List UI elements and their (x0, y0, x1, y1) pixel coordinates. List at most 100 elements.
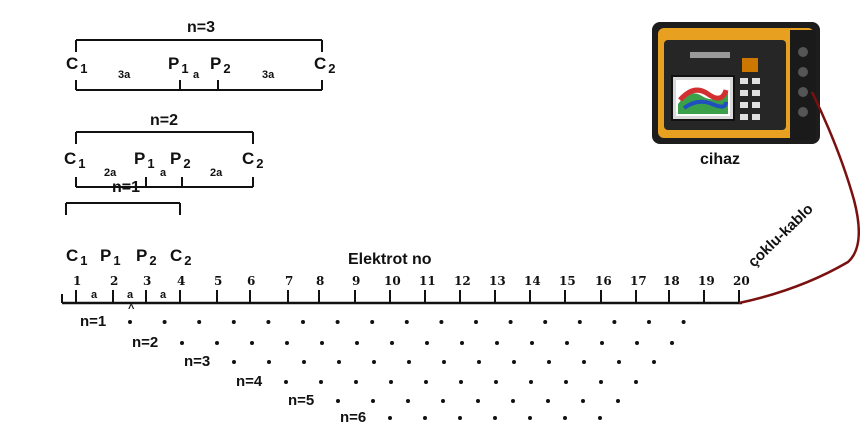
pseudosection-point (563, 416, 567, 420)
pseudosection-point (530, 341, 534, 345)
electrode-number: 1 (73, 274, 82, 288)
pseudosection-point (162, 320, 167, 324)
electrode-number: 12 (454, 274, 471, 288)
pseudosection-point (442, 360, 446, 364)
pseudosection-point (652, 360, 656, 364)
spacing-label: 2a (210, 167, 223, 179)
electrode-number: 10 (384, 274, 401, 288)
pseudosection-point (681, 320, 686, 324)
pseudosection-point (598, 416, 602, 420)
pseudosection-point (647, 320, 651, 324)
pseudosection-point (564, 380, 568, 384)
pseudosection-point (546, 399, 550, 403)
electrode-p1-letter: P (100, 246, 112, 265)
pseudosection-point (180, 341, 184, 345)
pseudosection-point (493, 416, 497, 420)
electrode-number: 3 (143, 274, 152, 288)
pseudosection-point (404, 320, 409, 324)
multi-cable (738, 91, 860, 305)
electrode-p1-index: 1 (147, 156, 155, 171)
pseudosection-point (495, 341, 499, 345)
pseudosection-point (370, 320, 375, 324)
pseudosection-point (565, 341, 569, 345)
pseudosection-point (267, 360, 271, 364)
pseudosection-point (390, 341, 394, 345)
pseudosection-point (477, 360, 481, 364)
electrode-number: 18 (663, 274, 680, 288)
config-label: n=3 (187, 19, 216, 36)
pseudosection-point (301, 320, 305, 324)
electrode-p1-letter: P (168, 54, 180, 73)
pseudosection-point (508, 320, 513, 324)
device-label: cihaz (700, 151, 741, 168)
pseudosection-point (547, 360, 551, 364)
level-label: n=5 (288, 392, 315, 409)
spacing-label: 3a (118, 69, 131, 81)
pseudosection-point (512, 360, 516, 364)
electrode-c1-letter: C (66, 54, 79, 73)
electrode-number: 19 (698, 274, 715, 288)
level-label: n=6 (340, 409, 367, 426)
pseudosection-point (407, 360, 411, 364)
spacing-label: a (127, 289, 134, 301)
pseudosection-point (423, 416, 427, 420)
electrode-number: 9 (352, 274, 361, 288)
electrode-number: 17 (630, 274, 647, 288)
pseudosection-point (439, 320, 444, 324)
pseudosection-point (670, 341, 674, 345)
spacing-label: 2a (104, 167, 117, 179)
spacing-label: a (91, 289, 98, 301)
electrode-c2-letter: C (314, 54, 327, 73)
electrode-c1-letter: C (66, 246, 79, 265)
electrode-number: 8 (316, 274, 325, 288)
midpoint-marker: ^ (128, 303, 135, 315)
pseudosection-point (612, 320, 617, 324)
pseudosection-point (354, 380, 358, 384)
pseudosection-point (232, 360, 236, 364)
pseudosection-point (529, 380, 533, 384)
electrode-c2-index: 2 (256, 156, 264, 171)
pseudosection-point (634, 380, 638, 384)
electrode-c1-index: 1 (80, 253, 88, 268)
pseudosection-point (215, 341, 219, 345)
electrode-p2-letter: P (170, 149, 182, 168)
electrode-number: 4 (177, 274, 186, 288)
pseudosection-point (388, 416, 392, 420)
pseudosection-point (406, 399, 410, 403)
level-label: n=4 (236, 373, 263, 390)
electrode-c2-letter: C (170, 246, 183, 265)
electrode-number: 20 (733, 274, 750, 288)
pseudosection-point (424, 380, 428, 384)
pseudosection-point (231, 320, 236, 324)
pseudosection-point (635, 341, 639, 345)
electrode-c2-index: 2 (328, 61, 336, 76)
electrode-axis-title: Elektrot no (348, 251, 432, 268)
pseudosection-point (617, 360, 621, 364)
pseudosection-point (371, 399, 375, 403)
pseudosection-point (128, 320, 132, 324)
pseudosection-point (474, 320, 478, 324)
resistivity-device-icon (652, 22, 820, 144)
pseudosection-point (600, 341, 604, 345)
pseudosection-point (319, 380, 323, 384)
pseudosection-point (582, 360, 586, 364)
config-label: n=2 (150, 112, 179, 129)
pseudosection-point (337, 360, 341, 364)
pseudosection-point (197, 320, 202, 324)
spacing-label: 3a (262, 69, 275, 81)
electrode-p1-index: 1 (181, 61, 189, 76)
pseudosection-point (581, 399, 585, 403)
electrode-number: 7 (285, 274, 294, 288)
pseudosection-point (441, 399, 445, 403)
pseudosection-point (372, 360, 376, 364)
electrode-number: 11 (419, 274, 436, 288)
